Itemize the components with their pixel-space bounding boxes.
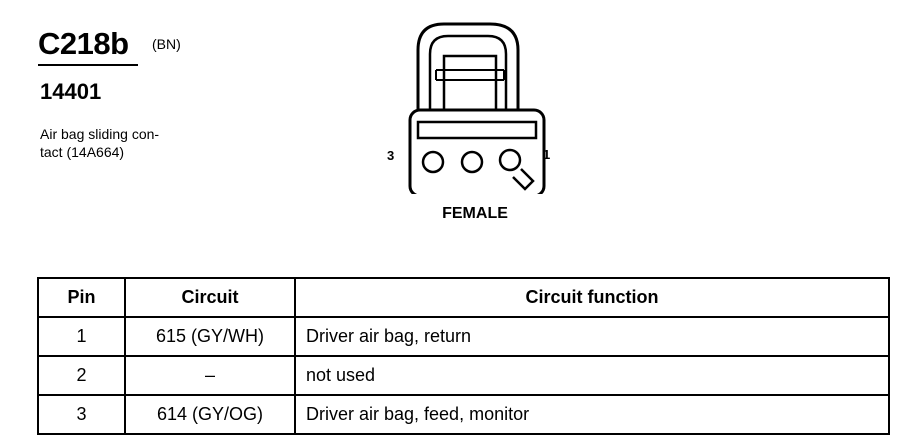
title-underline [38,64,138,66]
header-function: Circuit function [294,277,890,318]
connector-description: Air bag sliding con- tact (14A664) [40,126,160,160]
key-slot [416,120,538,140]
circuit-cell: 614 (GY/OG) [124,394,296,435]
connector-face-diagram [408,22,546,194]
pin-cell: 1 [37,316,126,357]
table-row: 2 – not used [37,355,890,396]
function-cell: Driver air bag, return [294,316,890,357]
pin-3-label: 3 [387,148,395,163]
function-cell: not used [294,355,890,396]
part-number: 14401 [40,79,102,104]
header-pin: Pin [37,277,126,318]
function-cell: Driver air bag, feed, monitor [294,394,890,435]
pin-cell: 2 [37,355,126,396]
connector-id: C218b [38,26,129,61]
gender-label: FEMALE [442,205,508,222]
pin-cavity-2 [460,150,484,174]
pin-1-marker [512,168,535,191]
pin-cell: 3 [37,394,126,435]
table-row: 1 615 (GY/WH) Driver air bag, return [37,316,890,357]
locking-tab [442,54,498,113]
latch-inner-loop [428,34,508,110]
pin-cavity-1 [498,148,522,172]
pin-1-label: 1 [543,147,551,162]
connector-color-code: (BN) [152,36,181,52]
pin-cavity-3 [421,150,445,174]
pin-table: Pin Circuit Circuit function 1 615 (GY/W… [37,277,890,435]
latch-outer-loop [416,22,520,110]
table-header-row: Pin Circuit Circuit function [37,277,890,318]
circuit-cell: – [124,355,296,396]
circuit-cell: 615 (GY/WH) [124,316,296,357]
header-circuit: Circuit [124,277,296,318]
table-row: 3 614 (GY/OG) Driver air bag, feed, moni… [37,394,890,435]
